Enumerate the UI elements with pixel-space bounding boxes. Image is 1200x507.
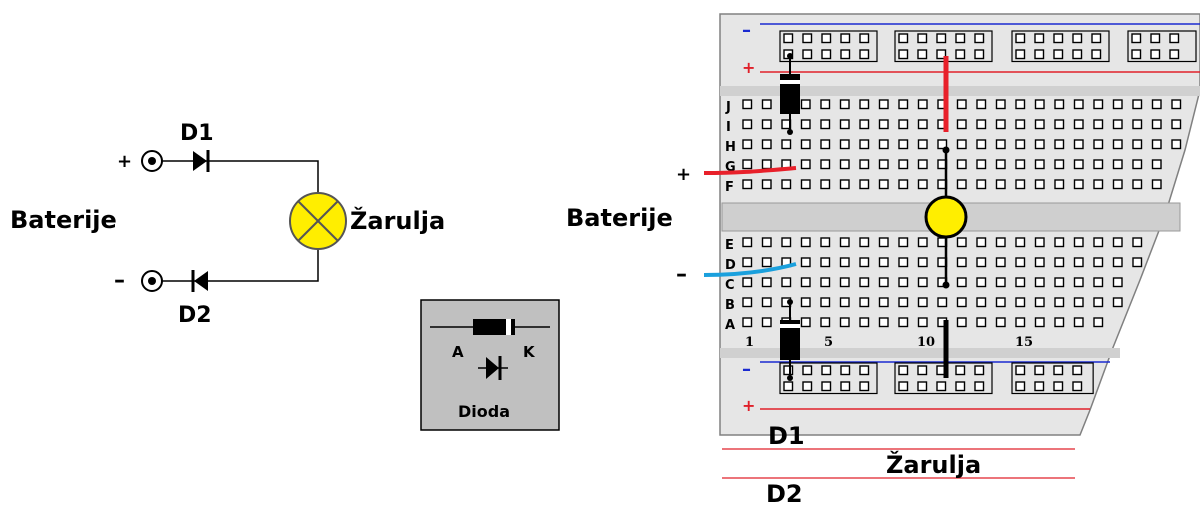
- row-label-j: J: [725, 100, 731, 115]
- schematic-wire-bottom: [162, 249, 319, 282]
- legend-cathode-label: K: [523, 343, 536, 361]
- bottom-rail-minus-sign: –: [742, 359, 751, 380]
- column-number-5: 5: [824, 335, 833, 350]
- diode-d2-label: D2: [178, 303, 212, 328]
- schematic: + – D1 D2 Baterije Žarulja: [10, 121, 445, 328]
- bottom-callouts: D1 Žarulja D2: [722, 422, 1075, 507]
- bulb-symbol: [289, 192, 347, 250]
- schematic-bulb-label: Žarulja: [350, 206, 445, 235]
- row-label-d: D: [725, 258, 736, 273]
- schematic-plus-sign: +: [117, 151, 132, 172]
- lower-row-labels: E D C B A: [725, 238, 736, 333]
- top-rail-plus-sign: +: [742, 58, 755, 77]
- battery-terminal-minus-dot: [148, 277, 156, 285]
- row-label-g: G: [725, 160, 736, 175]
- diode-d1-label: D1: [180, 121, 214, 146]
- board-plus-sign: +: [676, 164, 691, 185]
- row-label-a: A: [725, 318, 735, 333]
- main-holes: [742, 99, 1182, 328]
- board-minus-sign: –: [676, 262, 687, 287]
- column-numbers: 1 5 10 15: [745, 335, 1033, 350]
- row-label-i: I: [726, 120, 731, 135]
- board-bulb: [924, 195, 968, 239]
- callout-bulb-label: Žarulja: [886, 450, 981, 479]
- battery-plus-wire: [703, 166, 797, 175]
- legend-diode-band: [506, 319, 511, 335]
- callout-d2-label: D2: [766, 480, 803, 507]
- battery-terminal-plus-dot: [148, 157, 156, 165]
- board-d2-band: [780, 324, 800, 328]
- column-number-10: 10: [917, 335, 935, 350]
- legend-diode-symbol: [478, 356, 508, 380]
- board-d2-body: [780, 320, 800, 360]
- board-battery-label: Baterije: [566, 204, 673, 232]
- schematic-minus-sign: –: [114, 268, 125, 293]
- column-number-1: 1: [745, 335, 754, 350]
- upper-row-labels: J I H G F: [725, 100, 736, 195]
- board-components: [703, 53, 968, 381]
- board-d1-band: [780, 80, 800, 84]
- breadboard: – + – + J I H G F E D C B A 1 5 10 15: [703, 13, 1200, 436]
- schematic-battery-label: Baterije: [10, 206, 117, 234]
- bottom-rail-plus-sign: +: [742, 396, 755, 415]
- callout-d1-label: D1: [768, 422, 805, 450]
- row-label-c: C: [725, 278, 735, 293]
- battery-minus-wire: [703, 262, 797, 277]
- row-label-h: H: [725, 140, 736, 155]
- column-number-15: 15: [1015, 335, 1033, 350]
- diode-d2-symbol: [191, 270, 208, 292]
- row-label-b: B: [725, 298, 735, 313]
- diode-legend: A K Dioda: [420, 299, 560, 431]
- row-label-e: E: [725, 238, 734, 253]
- top-rail-minus-sign: –: [742, 20, 751, 41]
- bottom-rail-separator: [720, 348, 1120, 358]
- top-rail-separator: [720, 86, 1200, 96]
- diode-d1-symbol: [193, 150, 210, 172]
- legend-diode-body: [473, 319, 515, 335]
- row-label-f: F: [725, 180, 734, 195]
- legend-title: Dioda: [458, 402, 510, 421]
- schematic-wire-top: [162, 160, 319, 193]
- legend-anode-label: A: [452, 343, 464, 361]
